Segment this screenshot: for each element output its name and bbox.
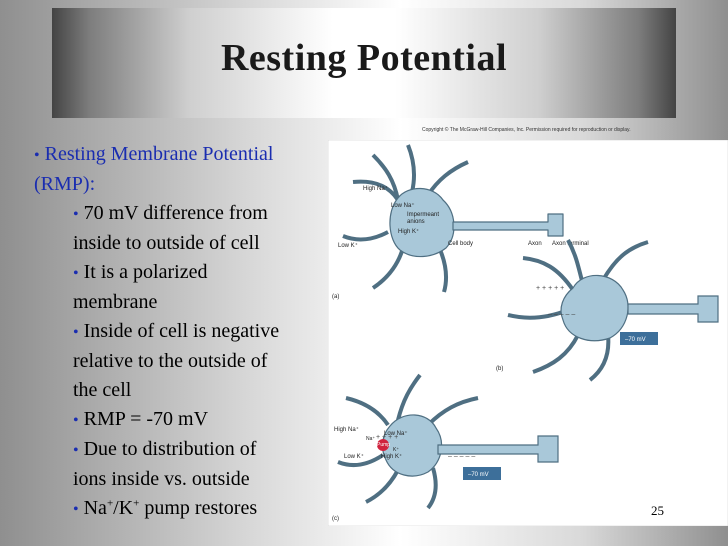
- plus-marks-c: + + + +: [376, 434, 398, 441]
- label-c-na: Na⁺: [366, 436, 375, 442]
- minus-marks-b: – – – – –: [548, 311, 575, 318]
- label-c-k: K⁺: [393, 447, 399, 453]
- label-mv-b: –70 mV: [625, 337, 646, 343]
- sub-bullet-negative-3: the cell: [73, 379, 132, 401]
- sub-bullet-rmp-value: • RMP = -70 mV: [73, 408, 209, 430]
- label-low-k: Low K⁺: [338, 242, 358, 249]
- bullet-list: • Resting Membrane Potential (RMP): • 70…: [34, 140, 334, 524]
- label-high-k: High K⁺: [398, 228, 419, 235]
- label-mv-c: –70 mV: [468, 472, 489, 478]
- label-c-low-na: Low Na⁺: [384, 430, 408, 437]
- copyright-notice: Copyright © The McGraw-Hill Companies, I…: [422, 127, 631, 133]
- label-axon: Axon: [528, 241, 542, 247]
- label-cell-body: Cell body: [448, 241, 473, 247]
- label-impermeant: Impermeant: [407, 212, 439, 218]
- neuron-a: [342, 144, 564, 293]
- sub-bullet-70mv: • 70 mV difference from: [73, 202, 268, 224]
- sub-bullet-polarized: • It is a polarized: [73, 261, 208, 283]
- label-panel-b: (b): [496, 366, 503, 372]
- mv-badge-b: [620, 332, 658, 345]
- sub-bullet-distribution: • Due to distribution of: [73, 438, 257, 460]
- neuron-b: [507, 239, 719, 382]
- sub-bullet-distribution-2: ions inside vs. outside: [73, 468, 250, 490]
- minus-marks-c: – – – – –: [448, 453, 475, 460]
- bullet-rmp-text: Resting Membrane Potential: [44, 143, 274, 165]
- sub-bullet-negative: • Inside of cell is negative: [73, 320, 280, 342]
- neuron-figure: High Na⁺ Low Na⁺ Impermeant anions High …: [328, 140, 728, 526]
- label-c-pump: Pump: [377, 442, 390, 448]
- sub-bullet-pump: • Na+/K+ pump restores: [73, 497, 258, 519]
- bullet-rmp-text-2: (RMP):: [34, 173, 96, 195]
- slide-title: Resting Potential: [220, 37, 508, 79]
- bullet-rmp: • Resting Membrane Potential: [34, 143, 274, 165]
- label-high-na: High Na⁺: [363, 185, 388, 192]
- plus-marks-b: + + + + +: [536, 285, 564, 292]
- label-c-high-k: High K⁺: [381, 453, 402, 460]
- label-panel-c: (c): [332, 516, 339, 522]
- page-number: 25: [651, 503, 664, 518]
- title-bar: [52, 8, 676, 118]
- label-c-low-k: Low K⁺: [344, 453, 364, 460]
- sub-bullet-negative-2: relative to the outside of: [73, 350, 268, 372]
- sub-bullet-70mv-2: inside to outside of cell: [73, 232, 260, 254]
- mv-badge-c: [463, 467, 501, 480]
- sub-bullet-polarized-2: membrane: [73, 291, 158, 313]
- label-c-high-na: High Na⁺: [334, 426, 359, 433]
- label-anions: anions: [407, 219, 425, 225]
- label-panel-a: (a): [332, 294, 339, 300]
- label-low-na: Low Na⁺: [391, 202, 415, 209]
- pump-icon: [377, 439, 389, 451]
